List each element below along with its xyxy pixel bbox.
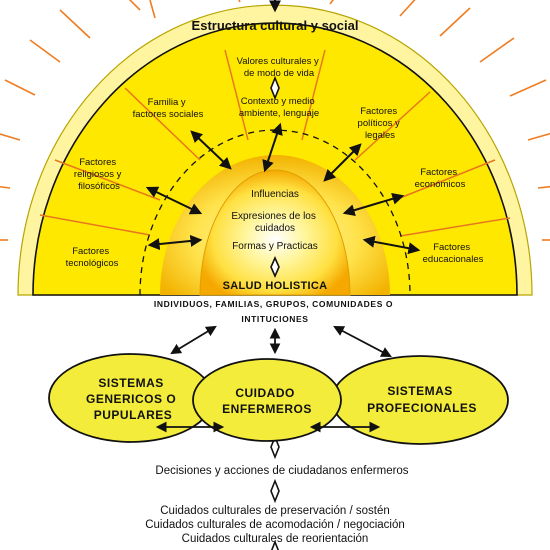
care-mode-preservation: Cuidados culturales de preservación / so… (160, 505, 390, 517)
population-label: INDIVIDUOS, FAMILIAS, GRUPOS, COMUNIDADE… (154, 299, 396, 324)
oval-professional-systems (331, 355, 509, 445)
care-mode-accommodation: Cuidados culturales de acomodación / neg… (145, 519, 405, 531)
title: Estructura cultural y social (192, 18, 359, 33)
sector-religiosos: Factores religiosos y filosóficos (74, 157, 124, 192)
sector-educacionales: Factores educacionales (423, 242, 484, 265)
oval-nursing-care (192, 358, 342, 442)
sector-dividers (39, 49, 511, 237)
sector-contexto: Contexto y medio ambiente, lenguaje (239, 96, 319, 119)
nursing-care-label: CUIDADO ENFERMEROS (222, 386, 312, 416)
core-influencias: Influencias (251, 189, 299, 200)
professional-systems-label: SISTEMAS PROFECIONALES (367, 384, 477, 415)
core-formas: Formas y Practicas (232, 241, 318, 252)
sector-politicos: Factores políticos y legales (358, 106, 403, 141)
sector-economicos: Factores económicos (415, 167, 466, 190)
sector-valores: Valores culturales y de modo de vida (237, 56, 322, 79)
diamond-connectors (270, 75, 280, 550)
care-mode-repatterning: Cuidados culturales de reorientación (182, 533, 369, 545)
core-expresiones: Expresiones de los cuidados (231, 211, 318, 234)
population-arrows (170, 325, 392, 358)
sector-familia: Familia y factores sociales (133, 97, 204, 120)
sector-arrows (145, 122, 421, 255)
generic-systems-label: SISTEMAS GENERICOS O PUPULARES (86, 376, 180, 422)
sun-rays (0, 0, 550, 241)
core-salud-holistica: SALUD HOLISTICA (223, 280, 328, 292)
sector-tecnologicos: Factores tecnológicos (66, 246, 119, 269)
decisions-text: Decisiones y acciones de ciudadanos enfe… (155, 465, 408, 477)
